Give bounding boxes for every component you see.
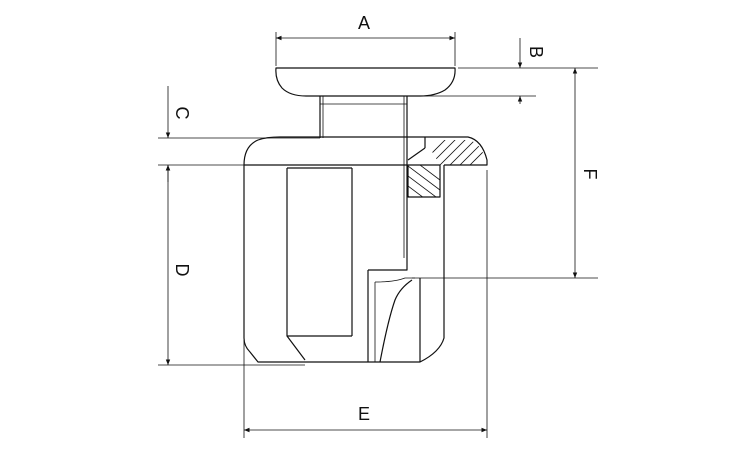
dim-label-c: C — [172, 107, 192, 120]
dim-label-e: E — [358, 404, 370, 424]
hatch-upper — [425, 140, 487, 165]
dim-label-d: D — [172, 264, 192, 277]
inner-cavity — [286, 167, 353, 361]
flange — [243, 136, 407, 166]
body-outline — [243, 165, 445, 363]
right-shoulder — [407, 136, 488, 166]
head-cap — [275, 67, 456, 97]
leg — [367, 258, 408, 362]
dim-label-f: F — [580, 169, 600, 180]
fastener-part — [243, 67, 488, 363]
dimension-lines — [158, 32, 598, 438]
dim-label-a: A — [358, 13, 370, 33]
neck — [319, 96, 408, 258]
dim-label-b: B — [526, 46, 546, 58]
hatch-lower — [408, 165, 440, 197]
